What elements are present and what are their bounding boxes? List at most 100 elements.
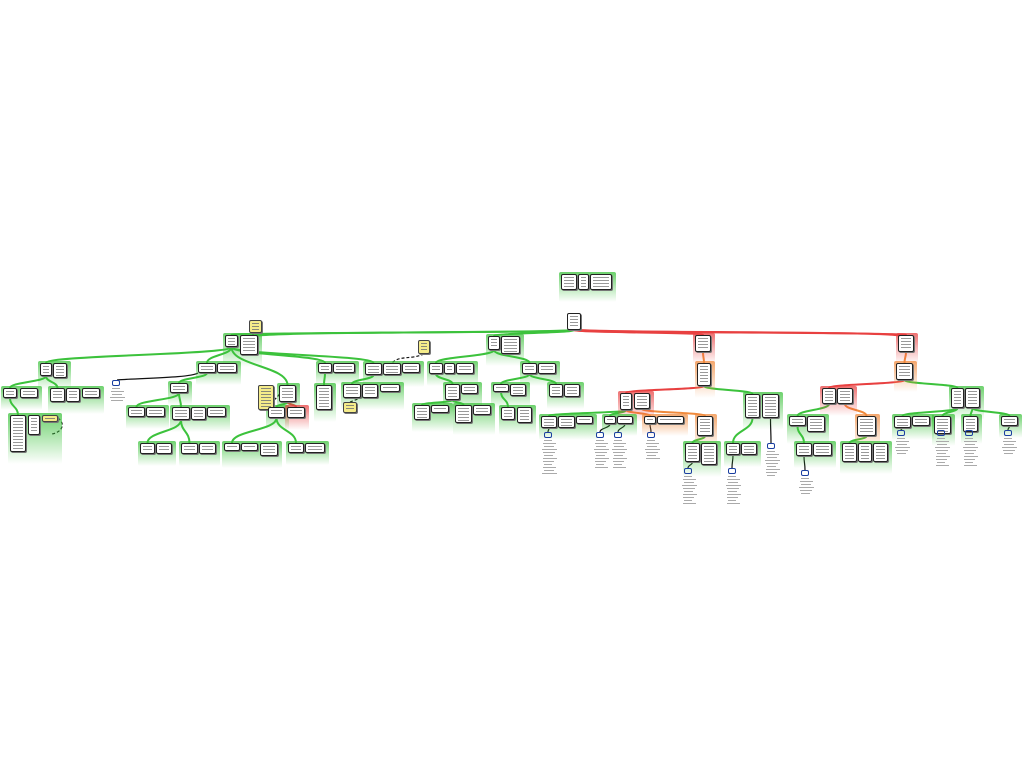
argument-node[interactable] <box>240 335 258 355</box>
argument-node[interactable] <box>287 407 305 418</box>
argument-node[interactable] <box>191 407 206 420</box>
argument-node[interactable] <box>894 416 911 428</box>
argument-node[interactable] <box>380 384 400 392</box>
note-node[interactable] <box>343 402 357 413</box>
source-node[interactable] <box>108 380 126 401</box>
argument-node[interactable] <box>541 416 557 428</box>
argument-node[interactable] <box>199 443 216 454</box>
argument-node[interactable] <box>128 407 145 417</box>
argument-node[interactable] <box>796 443 812 456</box>
argument-node[interactable] <box>473 405 491 415</box>
argument-node[interactable] <box>807 416 825 432</box>
argument-node[interactable] <box>3 388 17 398</box>
argument-node[interactable] <box>20 388 38 398</box>
argument-node[interactable] <box>873 443 888 462</box>
main-claim-node[interactable] <box>567 313 581 330</box>
argument-node[interactable] <box>510 384 526 396</box>
argument-node[interactable] <box>28 415 40 435</box>
argument-node[interactable] <box>590 274 612 290</box>
argument-node[interactable] <box>444 363 455 374</box>
argument-node[interactable] <box>762 394 779 418</box>
argument-node[interactable] <box>305 443 325 453</box>
argument-node[interactable] <box>224 443 240 451</box>
argument-node[interactable] <box>858 443 872 462</box>
argument-node[interactable] <box>362 384 378 398</box>
argument-node[interactable] <box>549 384 563 397</box>
argument-node[interactable] <box>564 384 580 397</box>
argument-node[interactable] <box>333 363 355 373</box>
argument-node[interactable] <box>146 407 165 417</box>
argument-node[interactable] <box>207 407 226 417</box>
argument-node[interactable] <box>822 388 836 404</box>
argument-node[interactable] <box>934 416 951 434</box>
argument-node[interactable] <box>617 416 633 424</box>
argument-node[interactable] <box>488 336 500 350</box>
argument-node[interactable] <box>429 363 443 374</box>
argument-node[interactable] <box>842 443 857 462</box>
argument-node[interactable] <box>455 405 472 423</box>
note-node[interactable] <box>418 340 430 354</box>
argument-node[interactable] <box>697 416 713 436</box>
source-node[interactable] <box>797 470 815 494</box>
argument-node[interactable] <box>538 363 556 374</box>
argument-node[interactable] <box>634 393 650 409</box>
argument-node[interactable] <box>260 443 278 456</box>
argument-node[interactable] <box>170 383 188 393</box>
argument-node[interactable] <box>726 443 740 455</box>
argument-node[interactable] <box>50 388 65 402</box>
argument-node[interactable] <box>383 363 401 375</box>
argument-node[interactable] <box>181 443 198 454</box>
argument-node[interactable] <box>620 393 632 410</box>
argument-node[interactable] <box>501 407 515 420</box>
argument-node[interactable] <box>431 405 449 413</box>
source-node[interactable] <box>592 432 610 468</box>
argument-node[interactable] <box>140 443 155 454</box>
argument-node[interactable] <box>697 363 711 386</box>
argument-node[interactable] <box>493 384 509 392</box>
argument-node[interactable] <box>445 384 460 400</box>
argument-node[interactable] <box>501 336 520 354</box>
argument-node[interactable] <box>745 394 760 418</box>
argument-node[interactable] <box>414 405 430 420</box>
argument-node[interactable] <box>318 363 332 373</box>
argument-node[interactable] <box>402 363 420 373</box>
argument-node[interactable] <box>279 385 296 402</box>
argument-node[interactable] <box>172 407 190 420</box>
argument-node[interactable] <box>522 363 537 374</box>
argument-node[interactable] <box>66 388 80 402</box>
argument-node[interactable] <box>53 363 67 378</box>
argument-node[interactable] <box>576 416 593 424</box>
argument-node[interactable] <box>558 416 575 428</box>
argument-node[interactable] <box>343 384 361 398</box>
argument-node[interactable] <box>741 443 757 455</box>
argument-node[interactable] <box>456 363 474 374</box>
argument-node[interactable] <box>604 416 616 424</box>
source-node[interactable] <box>933 430 951 466</box>
argument-node[interactable] <box>268 407 285 418</box>
source-node[interactable] <box>643 432 661 459</box>
argument-node[interactable] <box>951 388 964 408</box>
source-node[interactable] <box>680 468 698 504</box>
argument-node[interactable] <box>217 363 237 373</box>
argument-node[interactable] <box>517 407 532 423</box>
argument-node[interactable] <box>561 274 577 290</box>
source-node[interactable] <box>893 430 911 454</box>
source-node[interactable] <box>763 443 781 476</box>
source-node[interactable] <box>1000 430 1018 454</box>
argument-node[interactable] <box>912 416 930 426</box>
argument-node[interactable] <box>10 415 26 452</box>
source-node[interactable] <box>961 430 979 466</box>
argument-node[interactable] <box>156 443 172 454</box>
source-node[interactable] <box>610 432 628 468</box>
argument-node[interactable] <box>288 443 304 453</box>
note-node[interactable] <box>249 320 262 333</box>
argument-node[interactable] <box>198 363 216 373</box>
argument-node[interactable] <box>898 335 914 352</box>
argument-node[interactable] <box>813 443 832 456</box>
argument-node[interactable] <box>963 416 978 432</box>
argument-node[interactable] <box>837 388 853 404</box>
argument-node[interactable] <box>644 416 656 424</box>
argument-node[interactable] <box>857 416 876 436</box>
argument-node[interactable] <box>225 335 238 347</box>
